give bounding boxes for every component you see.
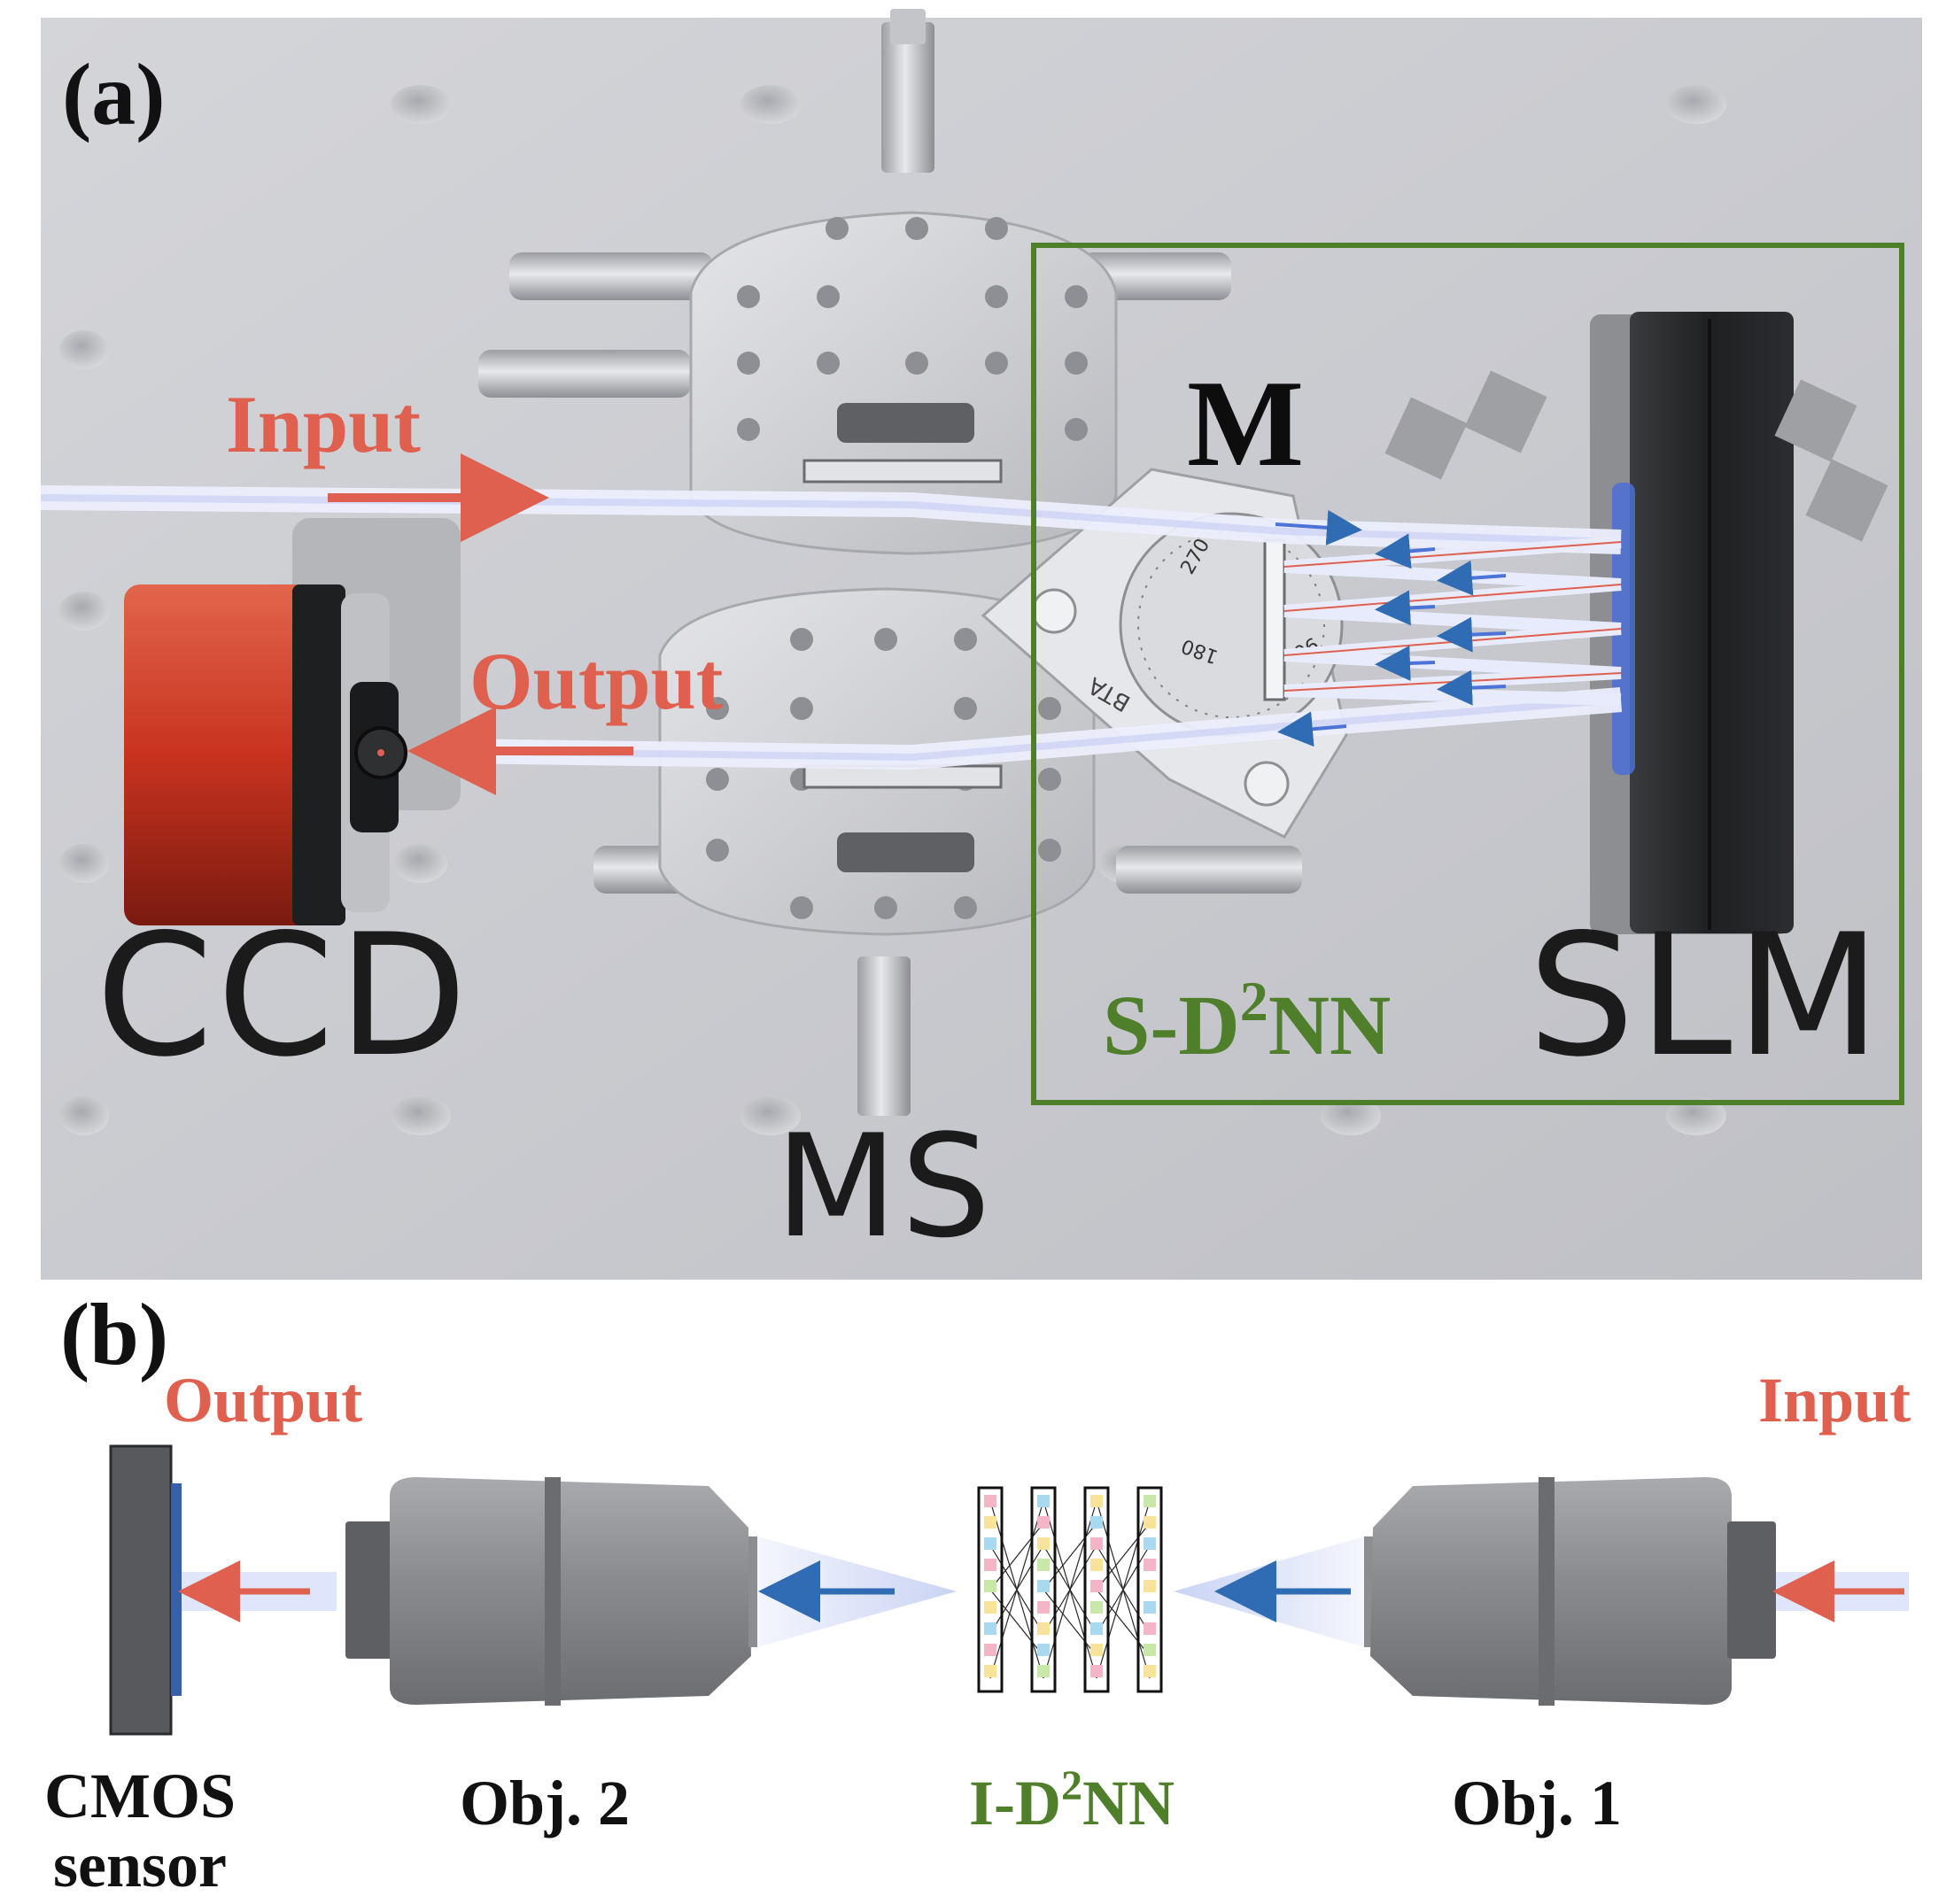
s-d2nn-label: S-D2NN (1103, 970, 1391, 1072)
rotation-dial (1119, 512, 1344, 737)
i-d2nn-suffix: NN (1082, 1768, 1175, 1838)
panel-a-label: (a) (62, 45, 166, 143)
input-label-b: Input (1758, 1365, 1911, 1436)
ms-label: MS (775, 1103, 995, 1269)
s-d2nn-suffix: NN (1268, 978, 1392, 1072)
output-label: Output (469, 636, 724, 726)
output-label-b: Output (164, 1365, 362, 1436)
i-d2nn-network (977, 1486, 1163, 1693)
objective-1 (1364, 1477, 1776, 1706)
ccd-label: CCD (96, 898, 471, 1094)
folded-beam-paths (1275, 509, 1622, 747)
s-d2nn-sup: 2 (1240, 970, 1268, 1033)
output-beam (380, 687, 1623, 770)
obj2-label: Obj. 2 (460, 1768, 630, 1838)
cmos-label-line1: CMOS (44, 1761, 236, 1831)
i-d2nn-label: I-D2NN (969, 1762, 1175, 1838)
input-label: Input (226, 379, 421, 469)
mirror-label: M (1187, 355, 1304, 492)
cmos-sensor (109, 1444, 182, 1736)
translation-stage-upper (478, 9, 1231, 555)
s-d2nn-prefix: S-D (1103, 978, 1240, 1072)
obj1-label: Obj. 1 (1452, 1768, 1622, 1838)
i-d2nn-prefix: I-D (969, 1768, 1061, 1838)
cmos-label-line2: sensor (53, 1830, 227, 1900)
panel-b: (b) Output Input (44, 1285, 1911, 1900)
slm-label: SLM (1528, 898, 1884, 1094)
objective-2 (345, 1477, 757, 1706)
s-d2nn-box (1031, 243, 1904, 1105)
i-d2nn-sup: 2 (1061, 1762, 1082, 1809)
panel-a: 270 180 90 BTA (40, 9, 1922, 1280)
mirror (1263, 538, 1286, 701)
panel-b-label: (b) (60, 1285, 168, 1383)
